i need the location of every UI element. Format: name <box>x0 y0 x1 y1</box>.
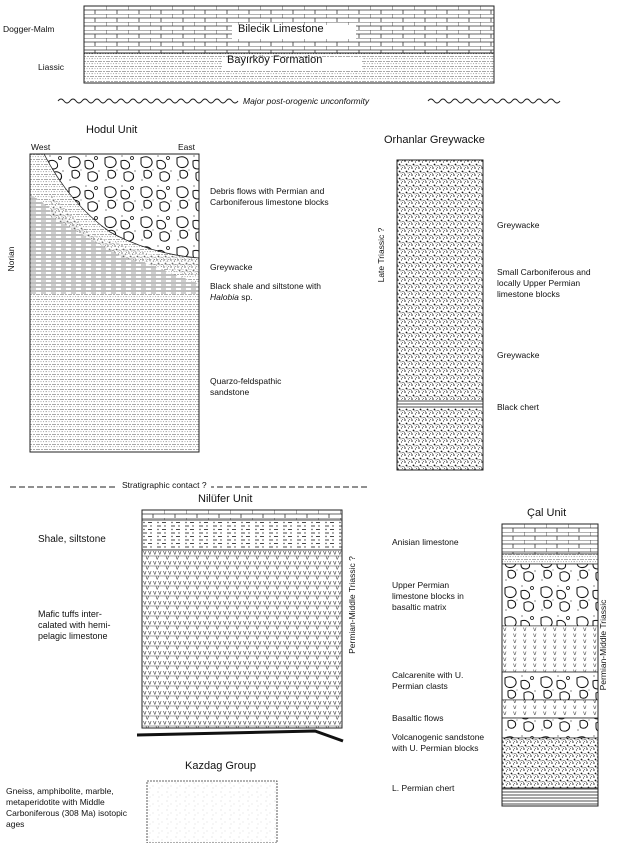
upper-permian-label: Upper Permian limestone blocks in basalt… <box>392 580 484 613</box>
mafic-tuffs-label: Mafic tuffs inter-calated with hemi-pela… <box>38 609 126 642</box>
nilufer-fault-base <box>135 725 345 745</box>
small-blocks-label: Small Carboniferous and locally Upper Pe… <box>497 267 615 300</box>
liassic-label: Liassic <box>38 62 64 73</box>
orhanlar-greywacke-1-label: Greywacke <box>497 220 540 231</box>
kazdag-title: Kazdag Group <box>185 761 256 772</box>
late-triassic-age-label: Late Triassic ? <box>376 210 386 300</box>
black-chert-label: Black chert <box>497 402 539 413</box>
nilufer-column <box>142 510 342 728</box>
hodul-greywacke-label: Greywacke <box>210 262 253 273</box>
dogger-malm-label: Dogger-Malm <box>3 24 55 35</box>
top-column <box>84 6 494 81</box>
cal-age-label: Permian-Middle Triassic <box>598 575 608 715</box>
quarzo-feldspathic-label: Quarzo-feldspathic sandstone <box>210 376 310 398</box>
west-label: West <box>31 142 50 153</box>
volcanogenic-label: Volcanogenic sandstone with U. Permian b… <box>392 732 492 754</box>
nilufer-age-label: Permian-Middle Triassic ? <box>347 525 357 685</box>
norian-age-label: Norian <box>6 244 16 274</box>
hodul-column <box>30 154 199 452</box>
halobia-text: Halobia <box>210 292 239 302</box>
nilufer-unit-title: Nilüfer Unit <box>198 494 252 505</box>
calcarenite-label: Calcarenite with U. Permian clasts <box>392 670 477 692</box>
bayirkoy-formation-label: Bayırköy Formation <box>227 55 322 66</box>
east-label: East <box>178 142 195 153</box>
debris-flows-label: Debris flows with Permian and Carbonifer… <box>210 186 330 208</box>
orhanlar-title: Orhanlar Greywacke <box>384 135 485 146</box>
kazdag-column <box>147 781 277 843</box>
black-shale-label: Black shale and siltstone with Halobia s… <box>210 281 335 303</box>
kazdag-description: Gneiss, amphibolite, marble, metaperidot… <box>6 786 138 830</box>
black-shale-text: Black shale and siltstone with <box>210 281 321 291</box>
anisian-label: Anisian limestone <box>392 537 459 548</box>
basaltic-flows-label: Basaltic flows <box>392 713 444 724</box>
sp-text: sp. <box>239 292 253 302</box>
unconformity-label: Major post-orogenic unconformity <box>240 96 372 107</box>
cal-unit-title: Çal Unit <box>527 508 566 519</box>
orhanlar-column <box>397 160 483 470</box>
cal-column <box>502 524 598 806</box>
lpermian-chert-label: L. Permian chert <box>392 783 454 794</box>
hodul-unit-title: Hodul Unit <box>86 125 137 136</box>
bilecik-limestone-label: Bilecik Limestone <box>238 24 324 35</box>
stratigraphic-contact-label: Stratigraphic contact ? <box>118 480 211 491</box>
shale-siltstone-label: Shale, siltstone <box>38 534 106 545</box>
orhanlar-greywacke-2-label: Greywacke <box>497 350 540 361</box>
